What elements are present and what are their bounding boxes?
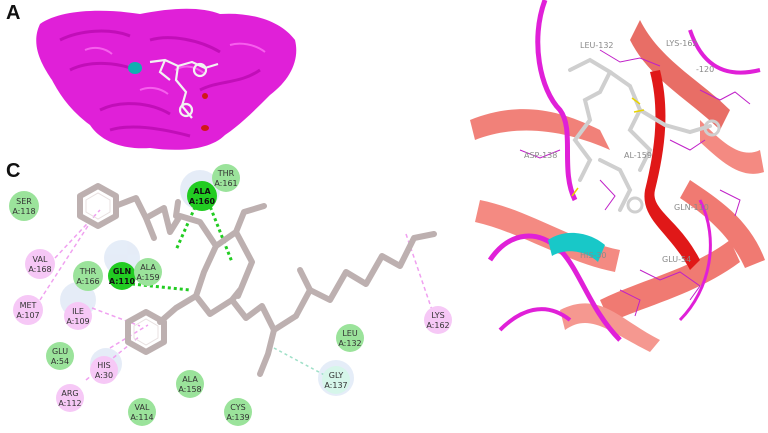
residue-id: A:159 (136, 273, 159, 282)
residue-id: A:139 (226, 413, 249, 422)
b-label-gln110: GLN-110 (674, 203, 709, 212)
hbond-lines (131, 195, 234, 292)
residue-name: ARG (61, 389, 78, 398)
residue-id: A:137 (324, 381, 347, 390)
residue-name: ALA (182, 375, 198, 384)
residue-name: LEU (342, 329, 358, 338)
b-label-120: -120 (696, 65, 714, 74)
residue-id: A:54 (51, 357, 69, 366)
residue-name: MET (20, 301, 37, 310)
residue-id: A:112 (58, 399, 81, 408)
residue-id: A:114 (130, 413, 153, 422)
residue-name: GLY (329, 371, 344, 380)
residue-name: THR (217, 169, 235, 178)
residue-id: A:168 (28, 265, 51, 274)
residue-id: A:160 (189, 197, 216, 206)
residue-name: ILE (72, 307, 84, 316)
residue-name: VAL (135, 403, 150, 412)
residue-name: ALA (193, 187, 211, 196)
panel-label-a: A (6, 2, 21, 24)
residue-name: GLN (113, 267, 131, 276)
residue-name: CYS (230, 403, 245, 412)
cyan-helix (548, 232, 605, 262)
residue-id: A:158 (178, 385, 201, 394)
b-label-leu132: LEU-132 (580, 41, 614, 50)
b-label-ala159: AL-159 (624, 151, 652, 160)
panel-b-ribbon: LEU-132 LYS-162 -120 ASP-138 AL-159 GLN-… (462, 0, 768, 352)
b-label-glu54: GLU-54 (662, 255, 691, 264)
residue-name: HIS (97, 361, 110, 370)
ligand-2d (115, 195, 437, 377)
residue-id: A:166 (76, 277, 99, 286)
residue-id: A:109 (66, 317, 89, 326)
residue-name: LYS (431, 311, 444, 320)
residue-name: THR (79, 267, 97, 276)
ligand-on-surface (149, 58, 219, 119)
panel-c-interactions: SER A:118 VAL A:168 MET A:107 THR A:166 … (9, 164, 452, 426)
residue-id: A:107 (16, 311, 39, 320)
residue-id: A:161 (214, 179, 237, 188)
b-label-lys162: LYS-162 (666, 39, 698, 48)
panel-a-surface (36, 8, 297, 150)
residue-name: VAL (33, 255, 48, 264)
residue-nodes: SER A:118 VAL A:168 MET A:107 THR A:166 … (9, 164, 452, 426)
residue-name: GLU (52, 347, 68, 356)
residue-id: A:162 (426, 321, 449, 330)
surface-cyan-patch (128, 62, 142, 74)
residue-id: A:132 (338, 339, 361, 348)
residue-name: ALA (140, 263, 156, 272)
residue-id: A:110 (109, 277, 136, 286)
b-label-his30: HIS-30 (580, 251, 607, 260)
panel-label-c: C (6, 160, 21, 182)
protein-surface-blob (36, 8, 297, 150)
residue-id: A:30 (95, 371, 113, 380)
residue-id: A:118 (12, 207, 35, 216)
b-label-asp138: ASP-138 (524, 151, 557, 160)
residue-name: SER (16, 197, 32, 206)
